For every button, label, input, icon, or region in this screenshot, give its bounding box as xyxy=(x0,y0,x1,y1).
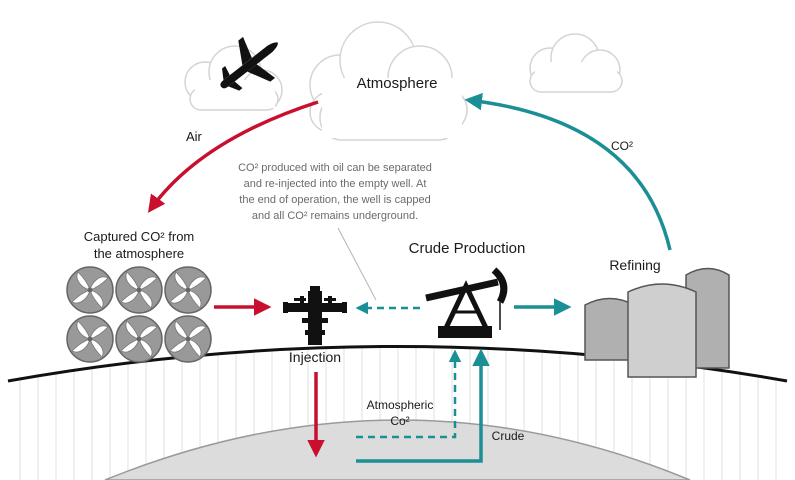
atmosphere-label: Atmosphere xyxy=(357,75,438,92)
co2-label: CO² xyxy=(611,139,633,153)
co2-emission-arrow xyxy=(464,92,672,251)
fan-icon xyxy=(115,315,163,363)
pumpjack-icon xyxy=(425,267,508,338)
air-label: Air xyxy=(186,129,203,144)
refining-label: Refining xyxy=(609,257,660,273)
storage-tank-icon xyxy=(584,297,635,361)
carbon-capture-fans xyxy=(66,266,212,363)
airplane-icon xyxy=(220,36,278,91)
storage-tank-icon xyxy=(627,283,697,378)
fan-icon xyxy=(66,266,114,314)
captured-label-line-2: the atmosphere xyxy=(94,246,184,261)
note-leader-line xyxy=(337,227,377,301)
fan-icon xyxy=(115,266,163,314)
reservoir-dome xyxy=(104,419,691,480)
refinery xyxy=(584,267,730,378)
crude-label: Crude xyxy=(492,429,525,443)
note-line-3: the end of operation, the well is capped xyxy=(239,194,430,206)
captured-label-line-1: Captured CO² from xyxy=(84,229,195,244)
ground xyxy=(7,345,788,480)
atmospheric-label-line-1: Atmospheric xyxy=(367,398,434,412)
atmospheric-co2-arrow xyxy=(356,349,462,439)
fan-icon xyxy=(164,315,212,363)
note-line-2: and re-injected into the empty well. At xyxy=(244,178,427,190)
atmospheric-label-line-2: Co² xyxy=(390,414,409,428)
note-line-4: and all CO² remains underground. xyxy=(252,210,418,222)
fan-icon xyxy=(164,266,212,314)
air-flow-arrow xyxy=(147,100,319,213)
fan-icon xyxy=(66,315,114,363)
wellhead-icon xyxy=(283,286,347,345)
note-line-1: CO² produced with oil can be separated xyxy=(238,162,432,174)
crude-production-label: Crude Production xyxy=(409,240,526,257)
injection-label: Injection xyxy=(289,349,341,365)
crude-up-arrow xyxy=(356,348,490,463)
